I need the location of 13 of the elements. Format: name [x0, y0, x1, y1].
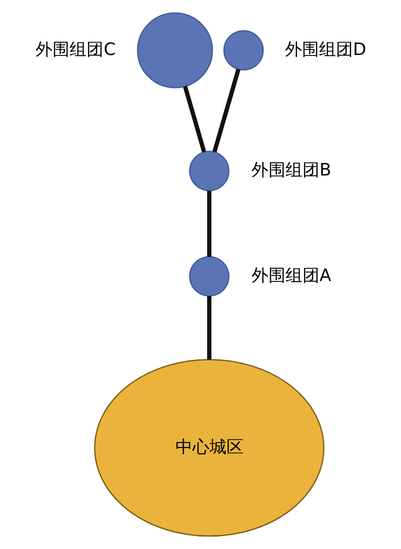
node-ellipse: 中心城区	[94, 359, 324, 537]
connector	[206, 190, 211, 257]
node-circle	[222, 30, 264, 71]
node-circle	[136, 12, 212, 88]
connector	[182, 86, 206, 152]
node-label: 外围组团D	[284, 40, 366, 60]
node-label: 外围组团A	[250, 266, 331, 286]
node-label: 外围组团B	[250, 160, 331, 181]
node-label: 外围组团C	[35, 40, 116, 60]
node-circle	[188, 150, 229, 192]
connector	[212, 68, 240, 152]
node-circle	[188, 256, 229, 297]
connector	[206, 296, 211, 360]
